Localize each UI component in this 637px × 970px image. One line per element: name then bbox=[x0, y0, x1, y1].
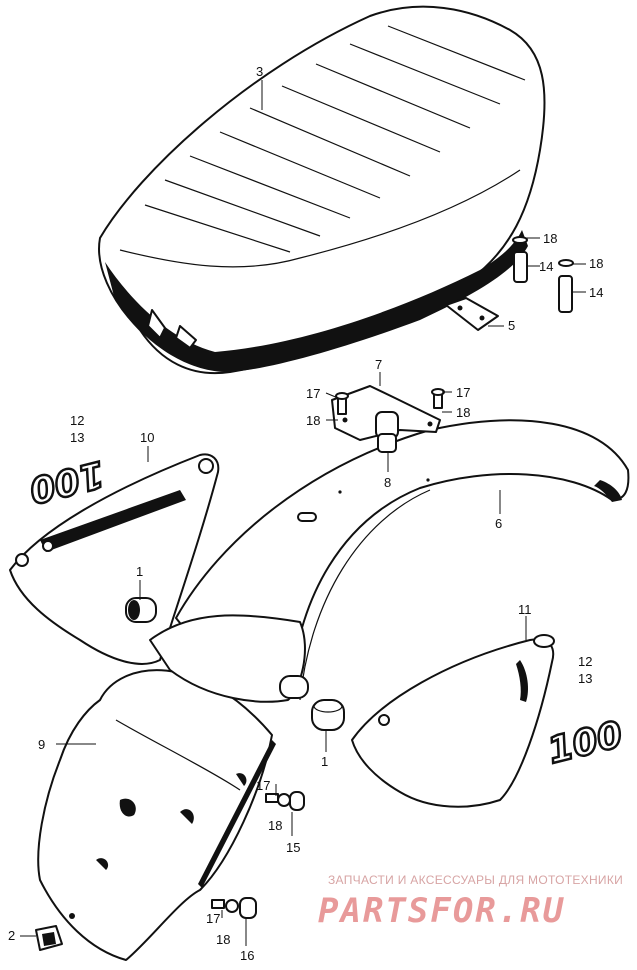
collar-1-lower bbox=[311, 699, 345, 731]
callout-1-upper: 1 bbox=[136, 564, 143, 579]
callout-14-upper: 14 bbox=[539, 259, 553, 274]
callout-12-right: 12 bbox=[578, 654, 592, 669]
callout-7: 7 bbox=[375, 357, 382, 372]
inner-fender-part bbox=[37, 669, 276, 961]
seat-part bbox=[98, 5, 546, 375]
watermark-brand: PARTSFOR.RU bbox=[318, 891, 565, 931]
callout-18-low: 18 bbox=[216, 932, 230, 947]
collar-1-upper bbox=[125, 597, 157, 623]
emblem-100-right: 100 bbox=[544, 714, 627, 772]
callout-17-left: 17 bbox=[306, 386, 320, 401]
callout-6: 6 bbox=[495, 516, 502, 531]
callout-8: 8 bbox=[384, 475, 391, 490]
callout-17-mid: 17 bbox=[256, 778, 270, 793]
fender-mount-bracket bbox=[149, 614, 309, 703]
seat-pin-14-upper bbox=[512, 236, 528, 283]
callout-13-left: 13 bbox=[70, 430, 84, 445]
callout-13-right: 13 bbox=[578, 671, 592, 686]
callout-1-lower: 1 bbox=[321, 754, 328, 769]
callout-10: 10 bbox=[140, 430, 154, 445]
callout-18-right: 18 bbox=[456, 405, 470, 420]
callout-18-mid: 18 bbox=[268, 818, 282, 833]
seat-bracket-7 bbox=[331, 385, 441, 453]
watermark-subtitle: ЗАПЧАСТИ И АКСЕССУАРЫ ДЛЯ МОТОТЕХНИКИ bbox=[328, 873, 623, 887]
seat-pin-14-lower bbox=[558, 259, 574, 313]
callout-2: 2 bbox=[8, 928, 15, 943]
callout-16: 16 bbox=[240, 948, 254, 963]
callout-18-left: 18 bbox=[306, 413, 320, 428]
bolt-17-right bbox=[431, 388, 445, 409]
callout-9: 9 bbox=[38, 737, 45, 752]
seat-bracket-5 bbox=[445, 297, 499, 331]
callout-18-top1: 18 bbox=[543, 231, 557, 246]
callout-15: 15 bbox=[286, 840, 300, 855]
bolt-16-assembly bbox=[211, 897, 257, 919]
left-side-cover-part bbox=[9, 453, 220, 665]
callout-11: 11 bbox=[518, 602, 532, 617]
callout-17-right: 17 bbox=[456, 385, 470, 400]
emblem-100-left: 100 bbox=[25, 452, 108, 510]
callout-12-left: 12 bbox=[70, 413, 84, 428]
callout-5: 5 bbox=[508, 318, 515, 333]
bolt-17-left bbox=[335, 392, 349, 415]
callout-14-lower: 14 bbox=[589, 285, 603, 300]
right-side-cover-part bbox=[351, 634, 555, 808]
clip-2-part bbox=[35, 925, 63, 951]
bolt-15-assembly bbox=[265, 791, 305, 811]
leader-lines bbox=[20, 80, 586, 946]
callout-18-top2: 18 bbox=[589, 256, 603, 271]
callout-17-low: 17 bbox=[206, 911, 220, 926]
callout-3: 3 bbox=[256, 64, 263, 79]
